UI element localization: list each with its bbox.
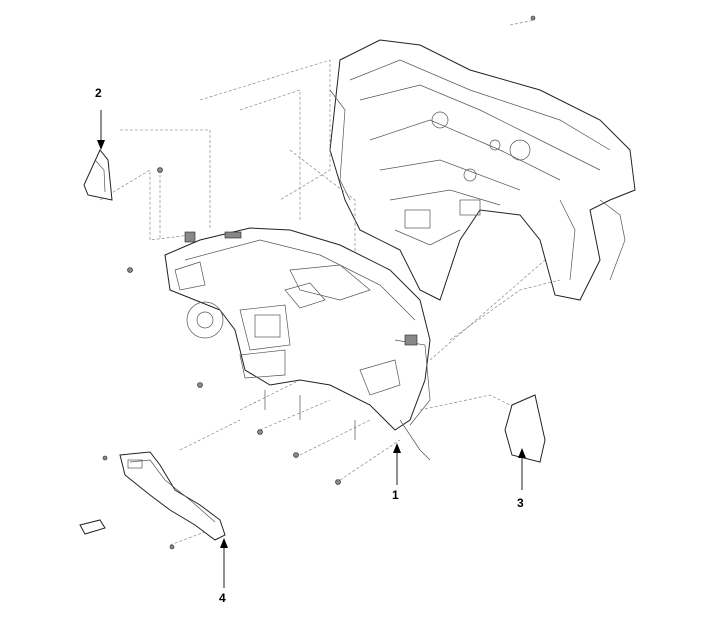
callout-1: 1: [392, 488, 399, 502]
part-4-lower-panel: [79, 451, 228, 588]
part-1-leader: [393, 443, 401, 485]
crash-pad-assembly: [164, 227, 431, 461]
vehicle-body-frame: [329, 39, 636, 301]
bolts: [102, 15, 536, 550]
part-3-side-trim: [504, 394, 546, 490]
leader-lines: [99, 19, 561, 546]
callout-4: 4: [219, 591, 226, 605]
part-2-side-trim: [83, 110, 113, 201]
callout-3: 3: [517, 496, 524, 510]
callout-2: 2: [95, 86, 102, 100]
